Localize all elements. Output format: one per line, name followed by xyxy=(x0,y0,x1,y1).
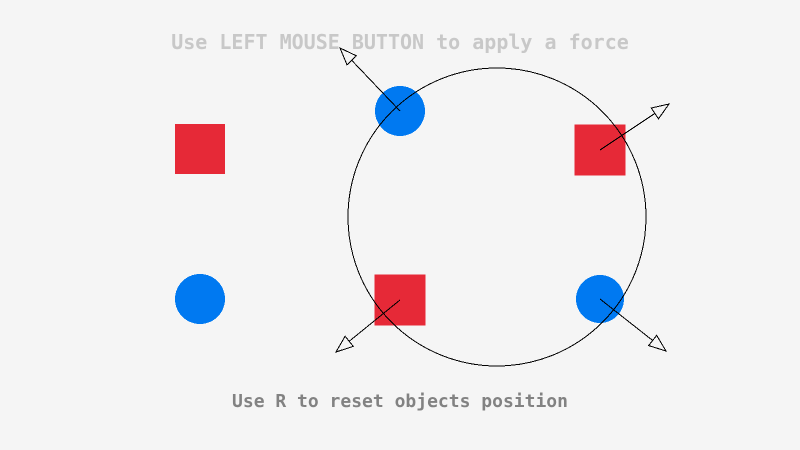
force-arrow-shaft xyxy=(599,298,653,341)
force-arrow-shaft xyxy=(599,113,656,151)
force-arrow-head xyxy=(647,334,668,352)
instruction-bottom: Use R to reset objects position xyxy=(232,391,568,412)
boundary-circle xyxy=(347,67,647,367)
force-arrow-head xyxy=(339,46,358,66)
force-arrow-shaft xyxy=(348,299,401,342)
force-arrow-head xyxy=(650,103,671,120)
force-arrow-head xyxy=(334,335,355,353)
force-arrow-shaft xyxy=(351,59,401,112)
red-square-top-left[interactable] xyxy=(175,124,225,174)
instruction-top: Use LEFT MOUSE BUTTON to apply a force xyxy=(171,30,629,54)
blue-circle-bottom-left[interactable] xyxy=(175,274,225,324)
